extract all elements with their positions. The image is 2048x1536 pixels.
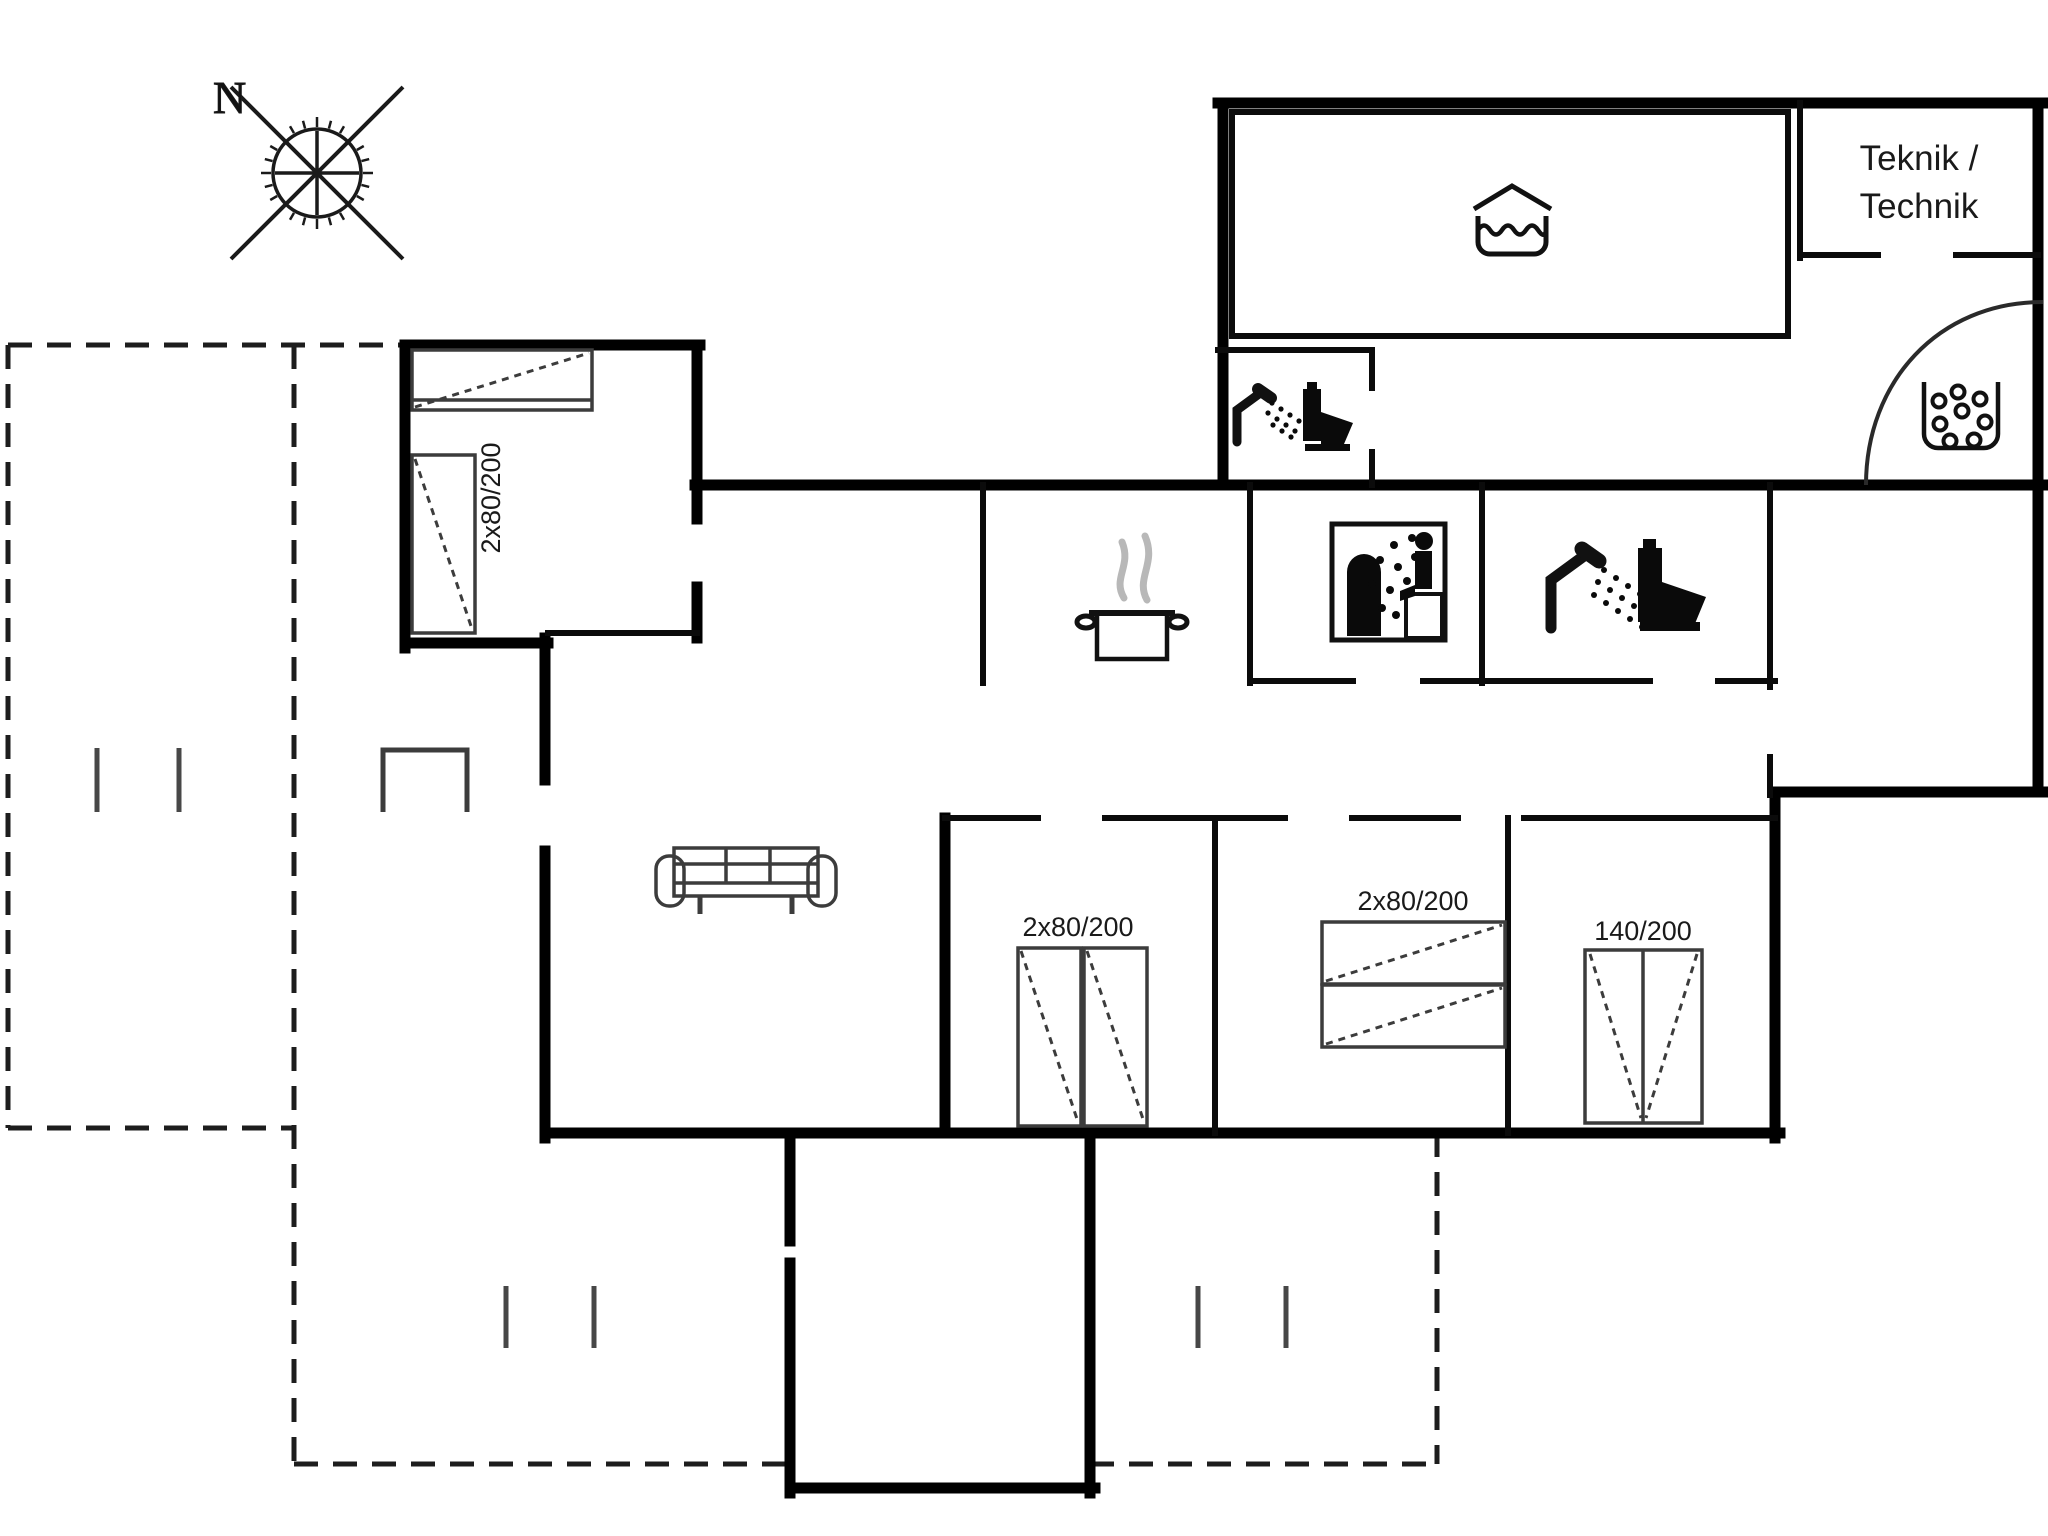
toilet-icon	[1303, 382, 1353, 451]
toilet-icon	[1638, 539, 1706, 631]
bathroom-icons	[1545, 539, 1706, 634]
bedroom-1-bed-label: 2x80/200	[1022, 912, 1133, 942]
bedroom-nw-bed-label: 2x80/200	[476, 442, 506, 553]
terrace-tick-marks	[94, 748, 1289, 1348]
bedroom-3-bed	[1583, 948, 1704, 1125]
cooking-pot-icon	[1074, 532, 1190, 662]
technik-label-line1: Teknik /	[1860, 139, 1979, 178]
bedroom-1-beds	[1016, 946, 1149, 1128]
bedroom-2-beds	[1320, 920, 1507, 1049]
terrace-dashed-outline	[5, 342, 1440, 1467]
bedroom-3-bed-label: 140/200	[1594, 916, 1692, 946]
bedroom-2-bed-label: 2x80/200	[1357, 886, 1468, 916]
wc-room-icons	[1232, 382, 1353, 451]
entrance-door-arc	[1864, 300, 2044, 486]
fireplace-outline	[380, 747, 470, 812]
compass-rose-icon: N	[213, 72, 405, 261]
compass-north-label: N	[213, 72, 246, 123]
whirlpool-tub-icon	[1472, 183, 1553, 257]
shower-icon	[1232, 383, 1302, 447]
bubble-basin-icon	[1921, 382, 2001, 451]
outer-walls	[399, 97, 2048, 1499]
technik-room: Teknik / Technik	[1860, 139, 1979, 226]
technik-label-line2: Technik	[1860, 187, 1979, 226]
bedroom-nw-beds	[410, 348, 594, 635]
sofa-icon	[654, 846, 838, 914]
sauna-icon	[1329, 521, 1448, 643]
pool-room-outline	[1229, 109, 1791, 339]
interior-walls	[545, 100, 2041, 1136]
